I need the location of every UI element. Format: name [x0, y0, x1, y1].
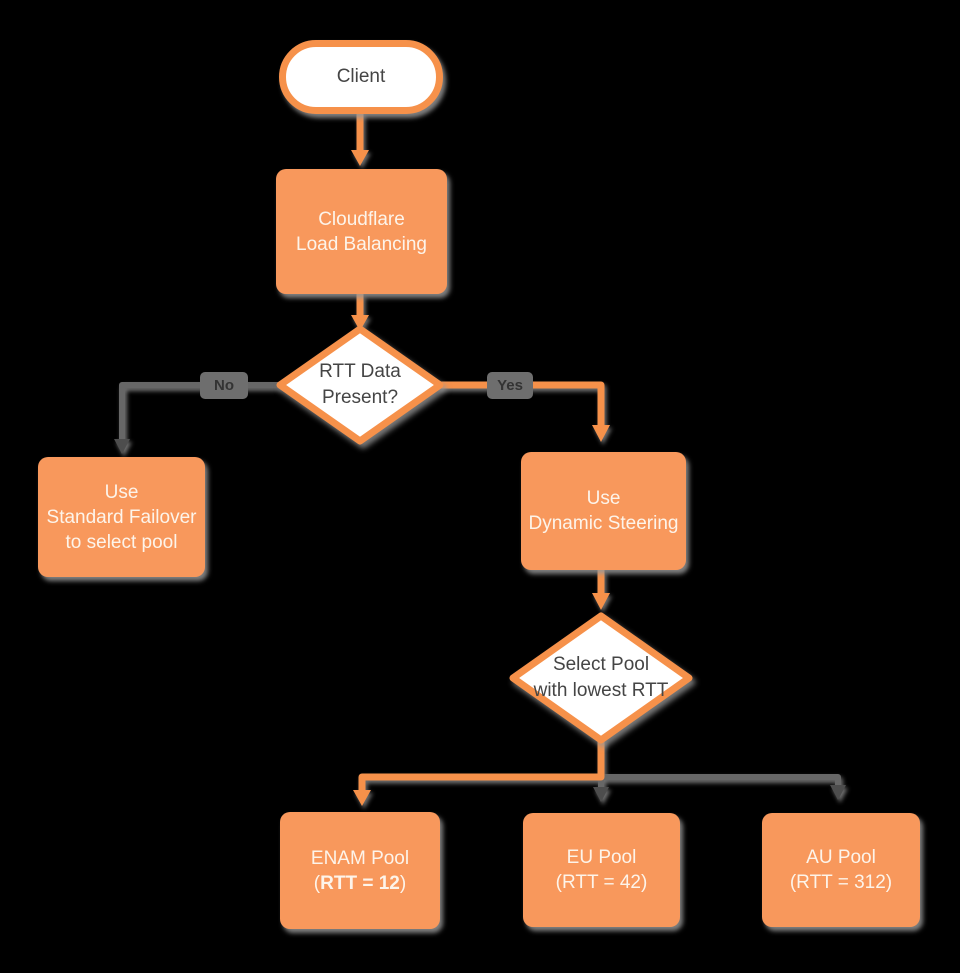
arrowhead-eu-branch-icon — [593, 787, 609, 802]
eu-pool-label-line1: EU Pool — [566, 847, 637, 868]
rtt-decision-label-line1: RTT Data — [319, 361, 401, 382]
eu-pool-label-line2: (RTT = 42) — [555, 872, 648, 893]
connector-enam-branch — [358, 738, 605, 792]
enam-pool-rtt-value: RTT = 12 — [320, 872, 400, 894]
rtt-decision-diamond-shape — [276, 325, 444, 445]
arrowhead-client-to-loadbalancing-icon — [351, 150, 369, 166]
au-pool-label-line2: (RTT = 312) — [789, 872, 893, 893]
standard-failover-label-line1: Use — [104, 481, 139, 503]
dynamic-steering-label-line2: Dynamic Steering — [528, 513, 679, 534]
edge-label-yes: Yes — [487, 372, 533, 399]
node-rtt-decision: RTT Data Present? — [276, 325, 444, 445]
arrowhead-no-branch-icon — [114, 439, 130, 454]
edge-label-no-text: No — [214, 377, 234, 394]
select-pool-label-line2: with lowest RTT — [533, 680, 669, 701]
node-load-balancing: Cloudflare Load Balancing — [276, 169, 447, 294]
arrowhead-enam-branch-icon — [353, 790, 371, 806]
enam-pool-label-line2: (RTT = 12) — [314, 871, 406, 896]
node-select-pool: Select Pool with lowest RTT — [509, 612, 693, 744]
client-label: Client — [336, 66, 386, 87]
node-standard-failover: Use Standard Failover to select pool — [38, 457, 205, 577]
load-balancing-label-line2: Load Balancing — [296, 233, 427, 255]
rtt-decision-label-line2: Present? — [321, 387, 399, 408]
connector-au-branch — [601, 774, 841, 787]
node-enam-pool: ENAM Pool (RTT = 12) — [280, 812, 440, 929]
node-au-pool: AU Pool (RTT = 312) — [762, 813, 920, 927]
arrowhead-steering-to-selectpool-icon — [592, 593, 610, 610]
node-client: Client — [279, 40, 443, 114]
load-balancing-label-line1: Cloudflare — [318, 208, 405, 230]
arrowhead-loadbalancing-to-rtt-icon — [351, 315, 369, 331]
select-pool-diamond-shape — [509, 612, 693, 744]
standard-failover-label-line3: to select pool — [65, 531, 178, 553]
node-dynamic-steering: Use Dynamic Steering — [521, 452, 686, 570]
enam-pool-label-line1: ENAM Pool — [310, 847, 410, 869]
arrowhead-au-branch-icon — [830, 785, 846, 800]
select-pool-label-line1: Select Pool — [552, 654, 650, 675]
edge-label-yes-text: Yes — [497, 377, 523, 394]
enam-pool-paren-close: ) — [399, 872, 407, 894]
enam-pool-paren-open: ( — [313, 872, 321, 894]
au-pool-label-line1: AU Pool — [806, 847, 876, 868]
standard-failover-label-line2: Standard Failover — [46, 506, 197, 528]
dynamic-steering-label-line1: Use — [586, 488, 621, 509]
edge-label-no: No — [200, 372, 248, 399]
node-eu-pool: EU Pool (RTT = 42) — [523, 813, 680, 927]
arrowhead-yes-branch-icon — [592, 425, 610, 442]
